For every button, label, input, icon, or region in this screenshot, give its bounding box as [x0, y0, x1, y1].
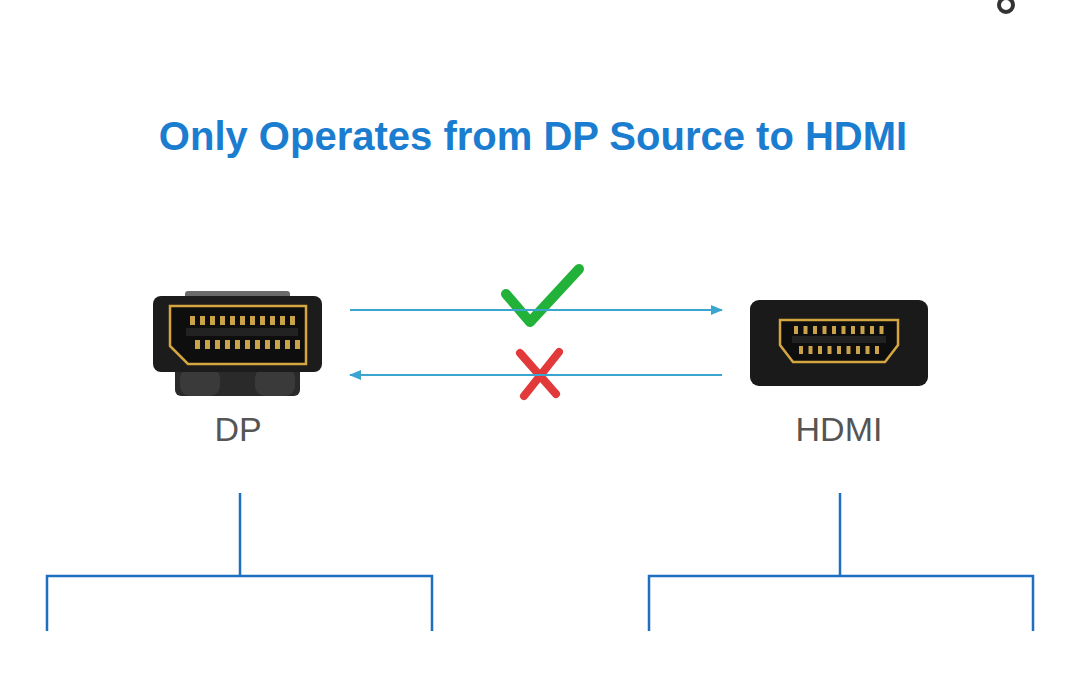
connector-label: DP — [214, 411, 261, 448]
corner-icon — [999, 0, 1013, 12]
connector-label: HDMI — [796, 411, 883, 448]
hdmi-plug — [750, 300, 928, 386]
connector-node: DP — [150, 288, 326, 448]
direction-arrow — [350, 309, 722, 311]
check-mark — [506, 269, 579, 322]
bracket — [47, 493, 1033, 631]
connector-node: HDMI — [746, 288, 932, 448]
title: Only Operates from DP Source to HDMI — [0, 114, 1066, 159]
direction-arrow — [350, 374, 722, 376]
dp-plug — [153, 291, 322, 396]
